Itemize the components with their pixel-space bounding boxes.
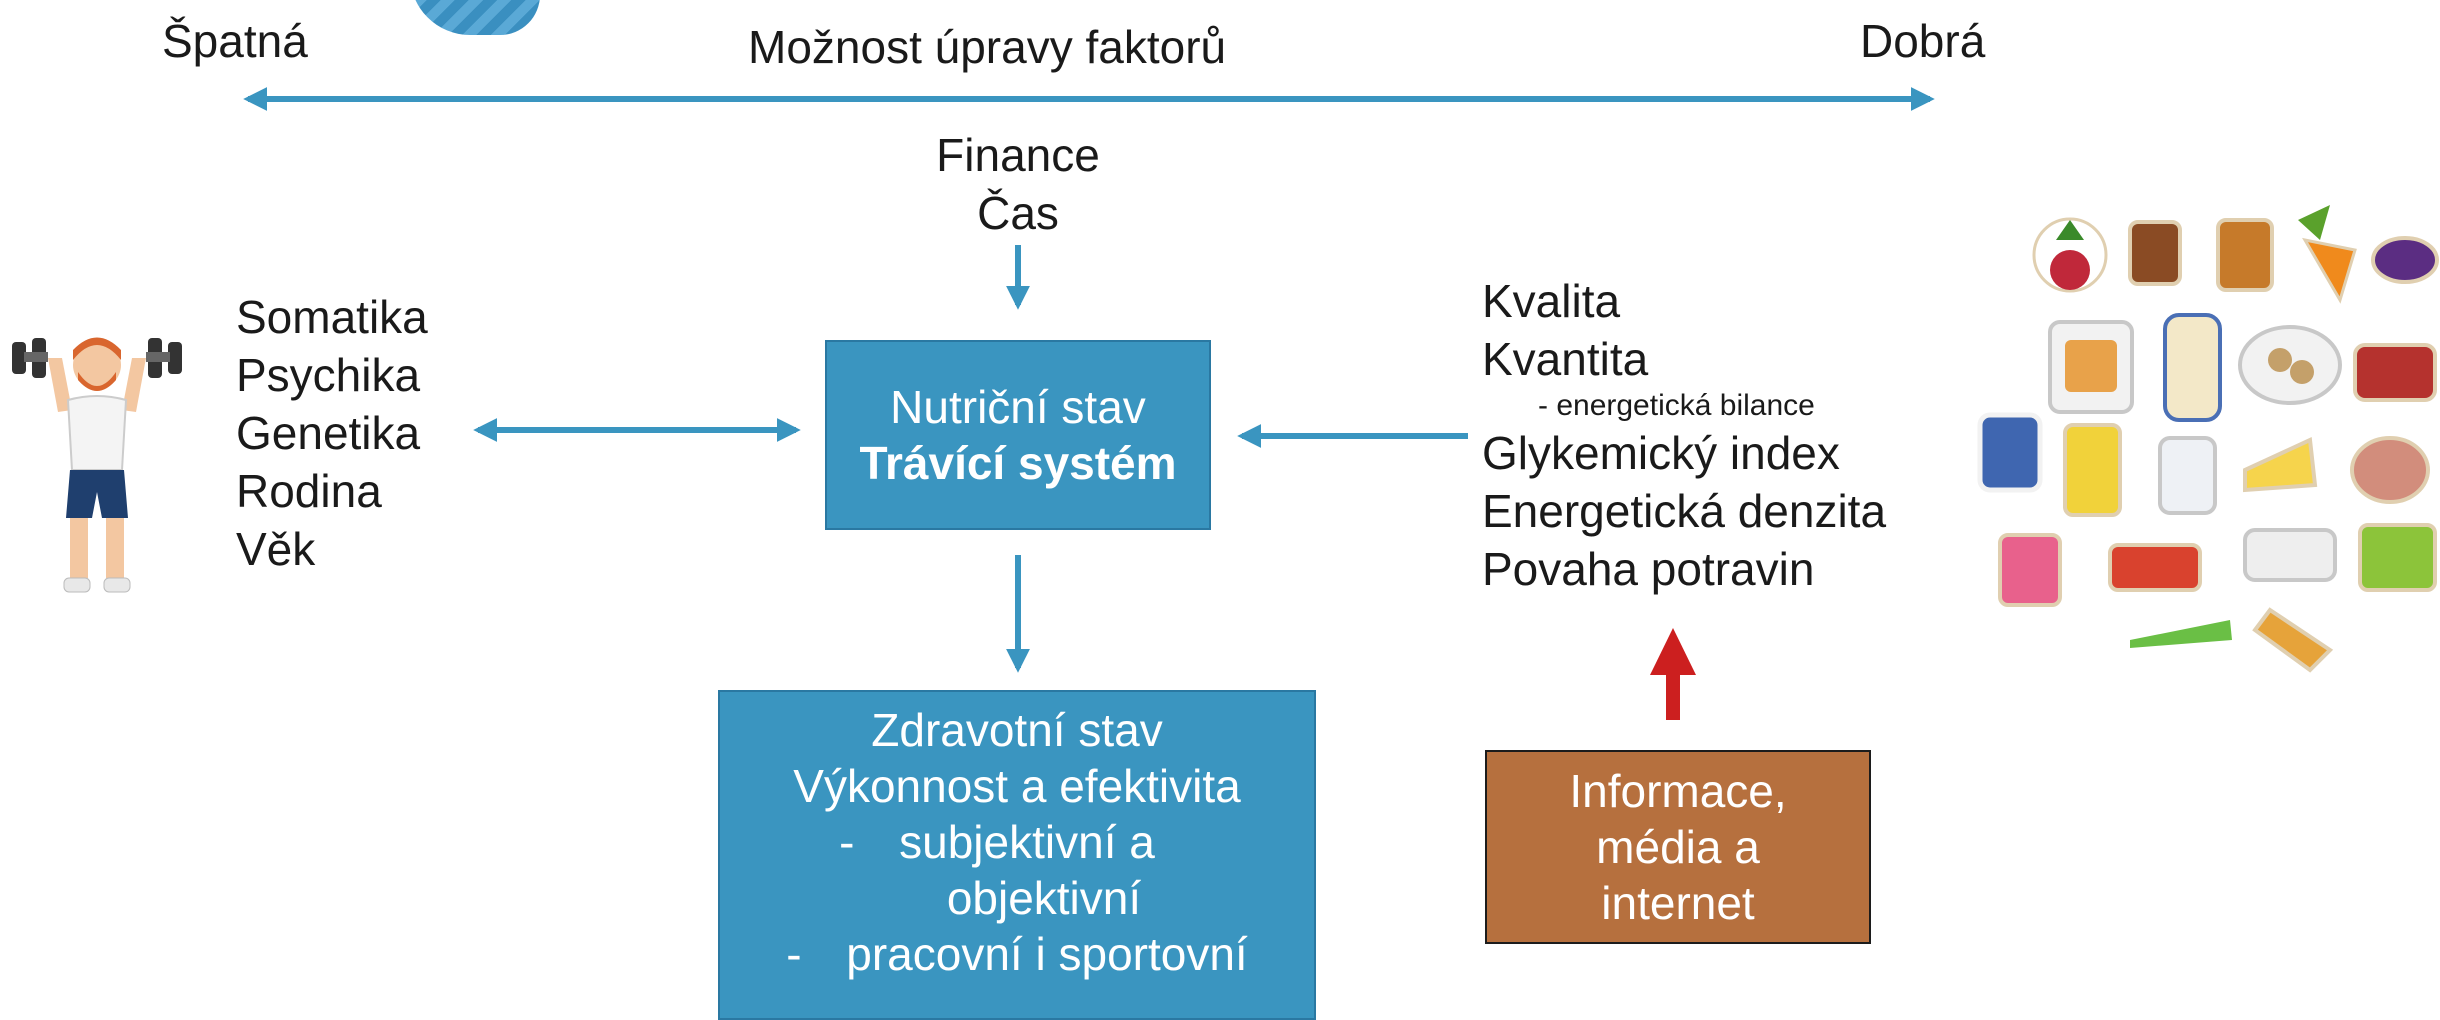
health-item2-dash: - bbox=[786, 928, 802, 980]
factor-psychika: Psychika bbox=[236, 349, 421, 401]
health-item1-dash: - bbox=[839, 816, 855, 868]
factor-vek: Věk bbox=[236, 523, 316, 575]
health-item2-text: pracovní i sportovní bbox=[846, 928, 1248, 980]
groceries-illustration bbox=[1977, 205, 2439, 673]
factor-genetika: Genetika bbox=[236, 407, 421, 459]
factor-kvantita: Kvantita bbox=[1482, 333, 1649, 385]
scale-right-label: Dobrá bbox=[1860, 15, 1986, 67]
scale-left-label: Špatná bbox=[162, 15, 308, 67]
diagram-arrows bbox=[12, 87, 2439, 720]
health-item-subjective: - subjektivní a objektivní bbox=[839, 814, 1155, 926]
weightlifter-illustration bbox=[12, 337, 182, 593]
info-box-line3: internet bbox=[1601, 877, 1755, 929]
info-box-line2: média a bbox=[1596, 821, 1760, 873]
center-box-line1: Nutriční stav bbox=[890, 381, 1146, 433]
factor-rodina: Rodina bbox=[236, 465, 382, 517]
health-item-work-sport: - pracovní i sportovní bbox=[786, 926, 1247, 982]
health-box-line1: Zdravotní stav bbox=[871, 704, 1163, 756]
health-status-box: Zdravotní stav Výkonnost a efektivita - … bbox=[718, 690, 1316, 1020]
factor-glykemicky-index: Glykemický index bbox=[1482, 427, 1840, 479]
factor-energeticka-denzita: Energetická denzita bbox=[1482, 485, 1887, 537]
health-item1-line-a: subjektivní a bbox=[899, 816, 1155, 868]
scale-center-label: Možnost úpravy faktorů bbox=[748, 21, 1227, 73]
top-factors: Finance Čas bbox=[900, 126, 1136, 242]
factor-finance: Finance bbox=[936, 129, 1100, 181]
factor-note-energeticka-bilance: - energetická bilance bbox=[1538, 389, 1815, 422]
factor-cas: Čas bbox=[977, 187, 1059, 239]
red-up-arrow bbox=[1650, 628, 1696, 720]
left-factors: Somatika Psychika Genetika Rodina Věk bbox=[236, 288, 428, 578]
information-media-box: Informace, média a internet bbox=[1485, 750, 1871, 944]
factor-kvalita: Kvalita bbox=[1482, 275, 1621, 327]
center-box-line2: Trávící systém bbox=[859, 437, 1177, 489]
health-box-line2: Výkonnost a efektivita bbox=[793, 760, 1241, 812]
health-item1-text: subjektivní a objektivní bbox=[899, 814, 1155, 926]
health-item1-line-b: objektivní bbox=[946, 872, 1142, 924]
right-factors: Kvalita Kvantita - energetická bilance G… bbox=[1482, 272, 1886, 598]
info-box-line1: Informace, bbox=[1569, 765, 1787, 817]
nutrition-status-box: Nutriční stav Trávící systém bbox=[825, 340, 1211, 530]
factor-povaha-potravin: Povaha potravin bbox=[1482, 543, 1815, 595]
factor-somatika: Somatika bbox=[236, 291, 428, 343]
